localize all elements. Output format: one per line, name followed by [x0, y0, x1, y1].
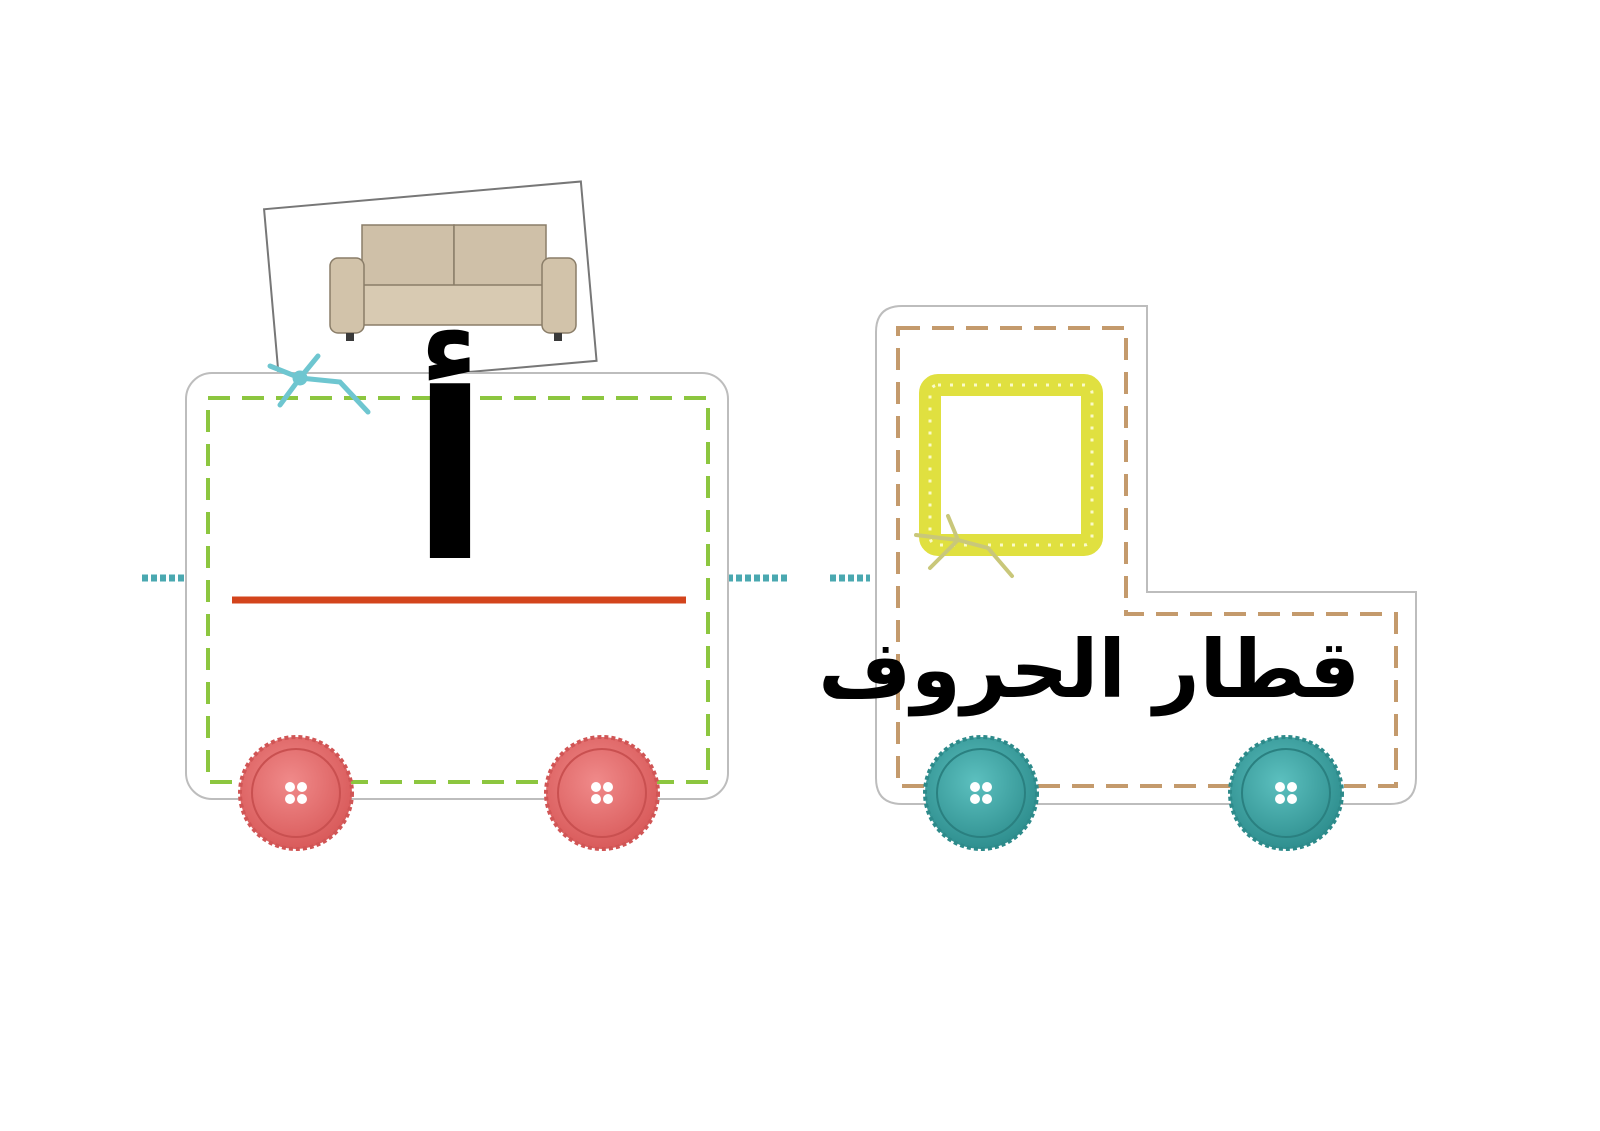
wagon-letter: أ	[410, 346, 490, 613]
stitched-frame-icon	[919, 374, 1103, 556]
engine-title: قطار الحروف	[818, 623, 1360, 716]
wagon-wheel-left	[238, 735, 354, 851]
engine-wheel-right	[1228, 735, 1344, 851]
wagon-wheel-right	[544, 735, 660, 851]
ribbon-bow-icon	[267, 353, 371, 415]
wagon-car	[185, 372, 729, 800]
sofa-icon	[329, 224, 577, 341]
ribbon-bow-icon	[914, 514, 1014, 578]
engine-car	[875, 305, 1417, 805]
engine-wheel-left	[923, 735, 1039, 851]
